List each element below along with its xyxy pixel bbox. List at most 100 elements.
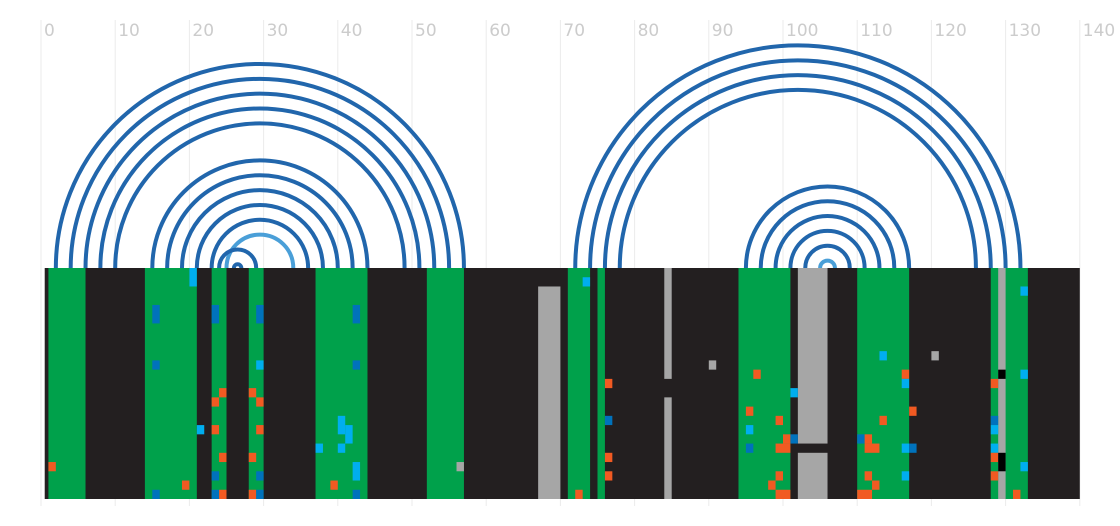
heatmap-strip <box>44 268 1080 499</box>
heatmap-cell <box>745 406 754 416</box>
heatmap-cell <box>352 489 361 499</box>
paired-column <box>211 268 227 499</box>
heatmap-cell <box>775 489 791 499</box>
heatmap-cell <box>152 360 160 370</box>
heatmap-cell <box>901 443 910 453</box>
heatmap-cell <box>775 443 791 453</box>
unpaired-column <box>797 268 828 444</box>
heatmap-cell <box>330 480 338 490</box>
heatmap-cell <box>189 268 197 287</box>
pair-arc <box>165 173 355 269</box>
heatmap-cell <box>48 462 56 472</box>
pair-arc <box>217 247 259 269</box>
heatmap-cell <box>248 489 257 499</box>
heatmap-cell <box>745 443 754 453</box>
pair-arc <box>617 88 978 269</box>
unpaired-column <box>797 452 828 499</box>
pair-arc <box>803 243 852 269</box>
pair-arc <box>68 76 452 269</box>
unpaired-column <box>664 268 672 379</box>
pair-arc <box>602 73 993 269</box>
x-tick-label: 120 <box>934 21 966 41</box>
heatmap-cell <box>909 443 917 453</box>
x-tick-label: 80 <box>638 21 660 41</box>
x-tick-label: 90 <box>712 21 734 41</box>
heatmap-cell <box>345 425 353 444</box>
x-tick-label: 60 <box>489 21 511 41</box>
heatmap-cell <box>604 471 613 481</box>
heatmap-cell <box>352 304 361 324</box>
heatmap-cell <box>256 489 264 499</box>
pair-arc <box>588 58 1008 269</box>
pair-arc <box>788 228 867 269</box>
heatmap-cell <box>196 425 205 435</box>
pair-arc <box>758 199 897 269</box>
heatmap-cell <box>745 425 754 435</box>
heatmap-cell <box>990 378 999 389</box>
heatmap-cell <box>256 397 264 407</box>
unpaired-column <box>998 268 1006 499</box>
heatmap-cell <box>901 378 910 389</box>
heatmap-cell <box>315 443 323 453</box>
x-tick-label: 110 <box>860 21 892 41</box>
pair-arc <box>224 232 296 269</box>
heatmap-cell <box>219 452 227 463</box>
heatmap-cell <box>783 434 791 444</box>
heatmap-cell <box>775 471 783 481</box>
x-tick-label: 140 <box>1083 21 1115 41</box>
paired-column <box>48 268 86 499</box>
heatmap-cell <box>990 415 999 426</box>
heatmap-cell <box>872 480 880 490</box>
x-tick-label: 70 <box>563 21 585 41</box>
heatmap-cell <box>337 443 346 453</box>
pair-arc <box>150 158 370 269</box>
heatmap-cell <box>211 397 220 407</box>
paired-column <box>248 268 264 499</box>
heatmap-cell <box>909 406 917 416</box>
x-tick-label: 20 <box>192 21 214 41</box>
x-tick-label: 130 <box>1009 21 1041 41</box>
pair-arc <box>83 91 437 269</box>
heatmap-cell <box>790 434 798 444</box>
heatmap-cell <box>901 369 910 379</box>
heatmap-cell <box>604 415 613 426</box>
heatmap-cell <box>864 434 873 444</box>
heatmap-cell <box>152 489 160 499</box>
heatmap-cell <box>152 304 160 324</box>
heatmap-cell <box>1013 489 1021 499</box>
heatmap-cell <box>211 304 220 324</box>
x-tick-label: 30 <box>267 21 289 41</box>
heatmap-cell <box>998 452 1006 472</box>
heatmap-cell <box>864 471 873 481</box>
pair-arc <box>743 184 912 269</box>
heatmap-cell <box>181 480 190 490</box>
heatmap-cell <box>790 388 798 398</box>
heatmap-cell <box>901 471 910 481</box>
heatmap-cell <box>211 425 220 435</box>
heatmap-cell <box>211 471 220 481</box>
paired-column <box>426 268 464 499</box>
x-tick-label: 50 <box>415 21 437 41</box>
heatmap-cell <box>1020 286 1028 296</box>
x-tick-label: 100 <box>786 21 818 41</box>
heatmap-cell <box>768 480 776 490</box>
heatmap-cell <box>219 489 227 499</box>
heatmap-cell <box>879 351 887 361</box>
heatmap-cell <box>248 452 257 463</box>
pair-arc <box>194 202 325 269</box>
pair-arc <box>818 258 837 269</box>
heatmap-cell <box>256 425 264 435</box>
heatmap-cell <box>256 304 264 324</box>
heatmap-cell <box>219 388 227 398</box>
x-tick-label: 10 <box>118 21 140 41</box>
heatmap-cell <box>990 471 999 481</box>
heatmap-cell <box>990 443 999 453</box>
paired-column <box>597 268 605 499</box>
pair-arc <box>209 217 311 269</box>
heatmap-cell <box>708 360 717 370</box>
x-tick-label: 40 <box>341 21 363 41</box>
heatmap-cell <box>857 489 873 499</box>
unpaired-column <box>664 397 672 499</box>
heatmap-cell <box>1020 369 1028 379</box>
